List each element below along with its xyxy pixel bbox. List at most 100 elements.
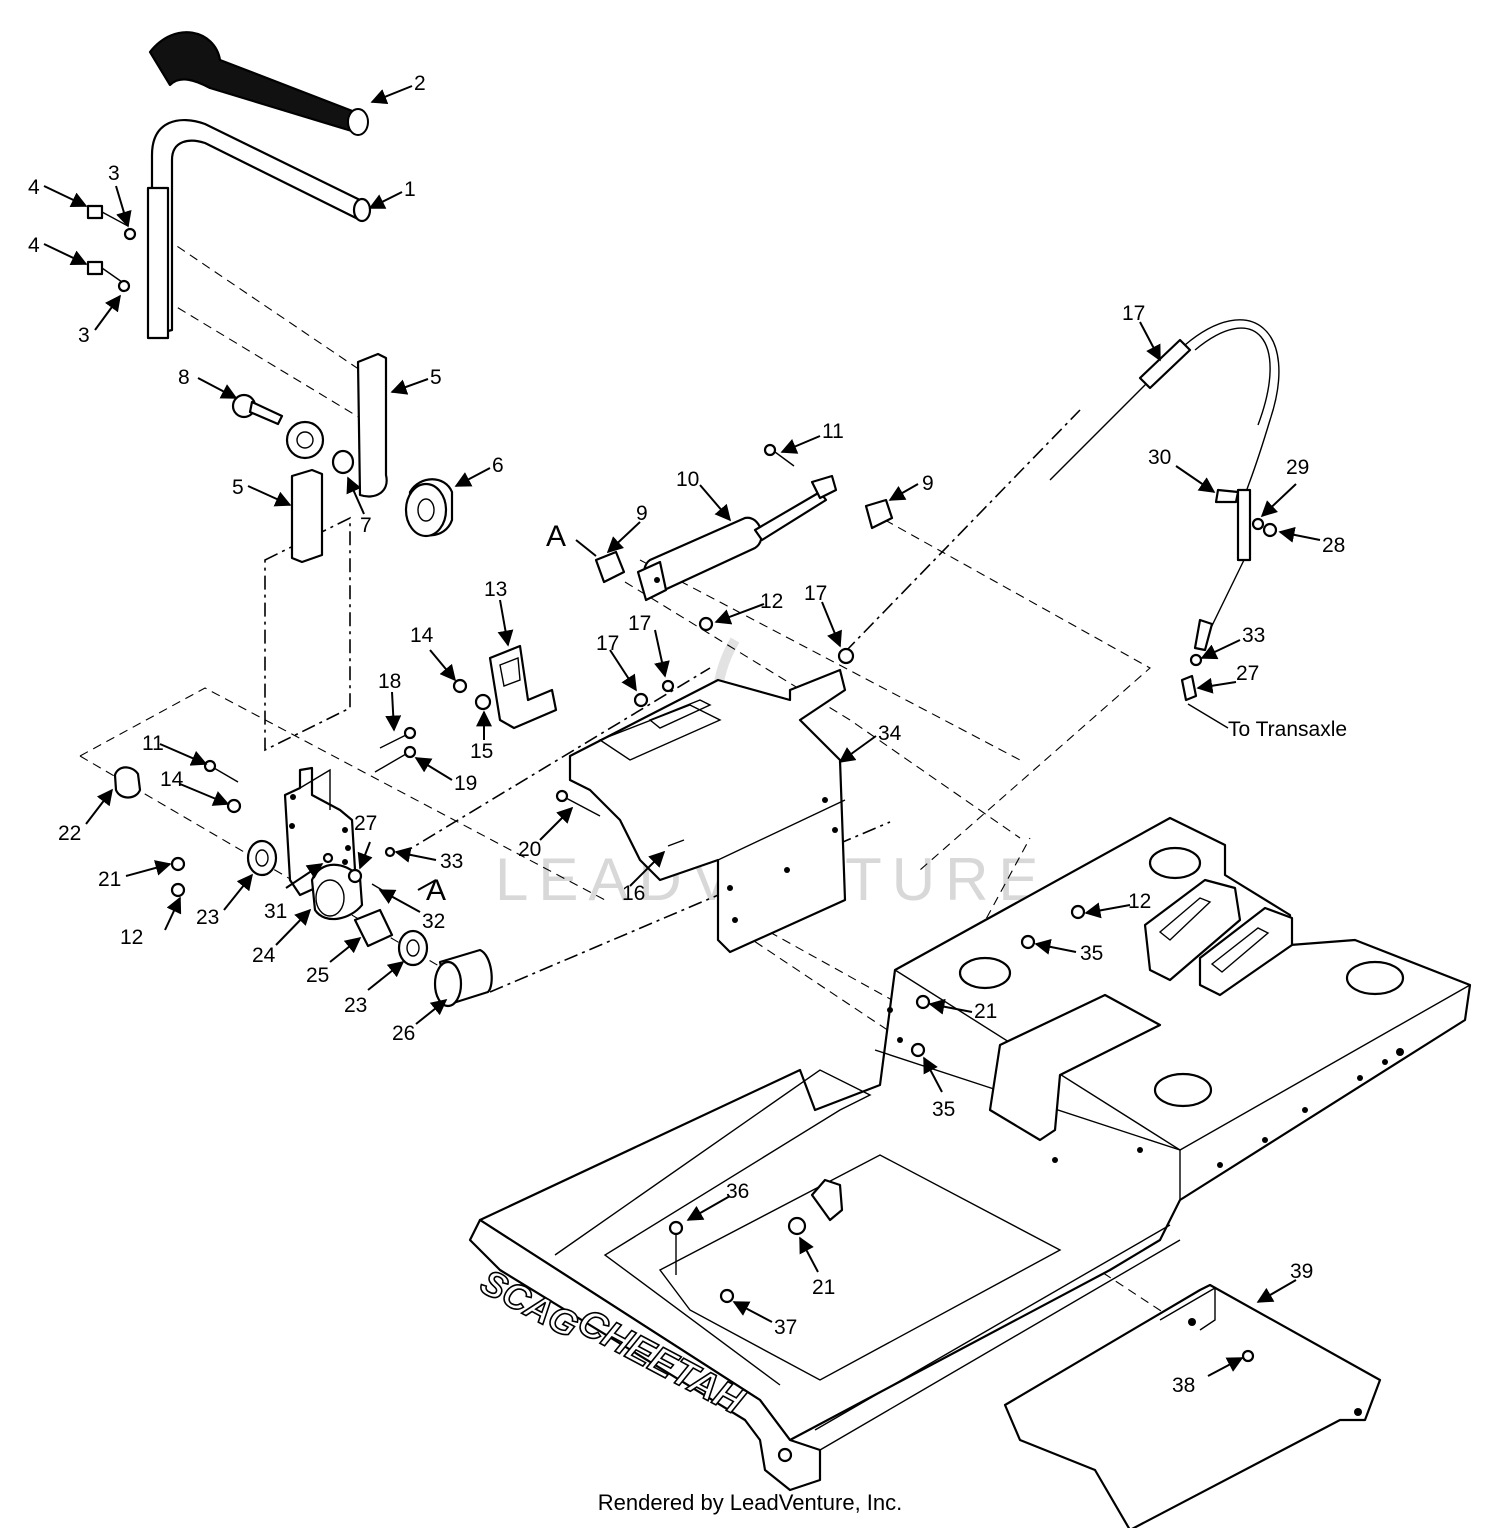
callout-21-left: 21 — [98, 868, 121, 891]
note-to-transaxle: To Transaxle — [1228, 718, 1347, 741]
callout-27-cable: 27 — [1236, 662, 1259, 685]
callout-35-lower: 35 — [932, 1098, 955, 1121]
callout-21-panel: 21 — [812, 1276, 835, 1299]
sleeve-25 — [353, 908, 394, 948]
washer-15 — [474, 693, 492, 711]
washer-17-b — [661, 679, 675, 693]
callout-10: 10 — [676, 468, 699, 491]
damper-10 — [636, 474, 838, 602]
callout-17-cable: 17 — [1122, 302, 1145, 325]
bolt-18 — [379, 726, 417, 749]
callout-12-upper: 12 — [760, 590, 783, 613]
nut-21-panel — [787, 1216, 807, 1236]
pivot-plate — [283, 766, 357, 897]
callout-15: 15 — [470, 740, 493, 763]
callout-22: 22 — [58, 822, 81, 845]
callout-14-upper: 14 — [410, 624, 434, 647]
callout-5-left: 5 — [232, 476, 244, 499]
callout-24: 24 — [252, 944, 276, 967]
bracket-34 — [568, 668, 847, 954]
bolt-4-lower — [86, 260, 123, 283]
nut-21-frame — [915, 994, 931, 1010]
ball-joint-27-cable — [1180, 674, 1198, 702]
callout-17-a: 17 — [596, 632, 619, 655]
callout-17-c: 17 — [804, 582, 827, 605]
callout-27-pivot: 27 — [354, 812, 377, 835]
callout-11-upper: 11 — [822, 420, 844, 443]
ball-joint-27-pivot — [347, 868, 363, 884]
callouts: 2 1 3 3 4 4 5 5 6 7 8 9 9 10 11 11 12 12… — [28, 72, 1345, 1397]
callout-33-cable: 33 — [1242, 624, 1265, 647]
washer-3-lower — [117, 279, 131, 293]
callout-18: 18 — [378, 670, 401, 693]
callout-6: 6 — [492, 454, 504, 477]
callout-26: 26 — [392, 1022, 415, 1045]
nut-12-left — [170, 882, 186, 898]
serrated-hub — [285, 420, 325, 460]
bolt-20 — [555, 789, 601, 817]
callout-34: 34 — [878, 722, 902, 745]
grip — [148, 31, 368, 134]
callout-7: 7 — [360, 514, 372, 537]
callout-8: 8 — [178, 366, 190, 389]
callout-14-lower: 14 — [160, 768, 184, 791]
callout-31: 31 — [264, 900, 287, 923]
handle-bar — [150, 119, 371, 337]
frame — [468, 816, 1472, 1492]
bracket-13 — [488, 644, 558, 730]
bolt-8 — [231, 393, 284, 426]
handle-bracket — [146, 186, 170, 340]
bolt-31 — [322, 852, 334, 864]
bolt-19 — [374, 745, 417, 773]
callout-A-upper: A — [546, 520, 566, 553]
screw-38 — [1241, 1349, 1255, 1363]
callout-4-lower: 4 — [28, 234, 40, 257]
callout-16: 16 — [622, 882, 645, 905]
callout-23-upper: 23 — [196, 906, 219, 929]
callout-11-lower: 11 — [142, 732, 164, 755]
callout-17-b: 17 — [628, 612, 651, 635]
bumper-22 — [113, 766, 142, 799]
callout-9-left: 9 — [636, 502, 648, 525]
nut-35-frame — [1020, 934, 1036, 950]
nut-21-left — [170, 856, 186, 872]
spacer-7 — [331, 449, 355, 475]
panel-36-area — [668, 1178, 844, 1304]
nut-14-upper — [452, 678, 468, 694]
callout-3-upper: 3 — [108, 162, 120, 185]
pin-16 — [667, 839, 685, 847]
nut-29 — [1251, 517, 1265, 531]
nut-12-frame — [1070, 904, 1086, 920]
callout-12-left: 12 — [120, 926, 143, 949]
callout-20: 20 — [518, 838, 541, 861]
callout-29: 29 — [1286, 456, 1309, 479]
callout-4-upper: 4 — [28, 176, 40, 199]
callout-2: 2 — [414, 72, 426, 95]
callout-30: 30 — [1148, 446, 1171, 469]
bolt-11-lower — [203, 759, 239, 783]
bearing-23-upper — [246, 839, 278, 877]
bearing-23-lower — [397, 929, 429, 967]
arm-5-right — [356, 352, 388, 498]
callout-39: 39 — [1290, 1260, 1313, 1283]
nut-37 — [719, 1288, 735, 1304]
callout-19: 19 — [454, 772, 477, 795]
bushing-9-left — [594, 550, 626, 584]
washer-3-upper — [123, 227, 137, 241]
nut-17-c — [837, 647, 855, 665]
callout-5-right: 5 — [430, 366, 442, 389]
nut-28 — [1262, 522, 1278, 538]
nut-17-a — [633, 692, 649, 708]
callout-32: 32 — [422, 910, 445, 933]
nut-35-lower — [910, 1042, 926, 1058]
leader-arrows — [43, 85, 1321, 1377]
callout-35-frame: 35 — [1080, 942, 1103, 965]
callout-9-right: 9 — [922, 472, 934, 495]
callout-A-lower: A — [426, 874, 446, 907]
bushing-9-right — [864, 498, 894, 530]
cable-17 — [1049, 319, 1280, 652]
roller-26 — [433, 948, 493, 1008]
callout-25: 25 — [306, 964, 329, 987]
clevis-30 — [1214, 488, 1240, 504]
arm-5-left — [290, 468, 324, 564]
